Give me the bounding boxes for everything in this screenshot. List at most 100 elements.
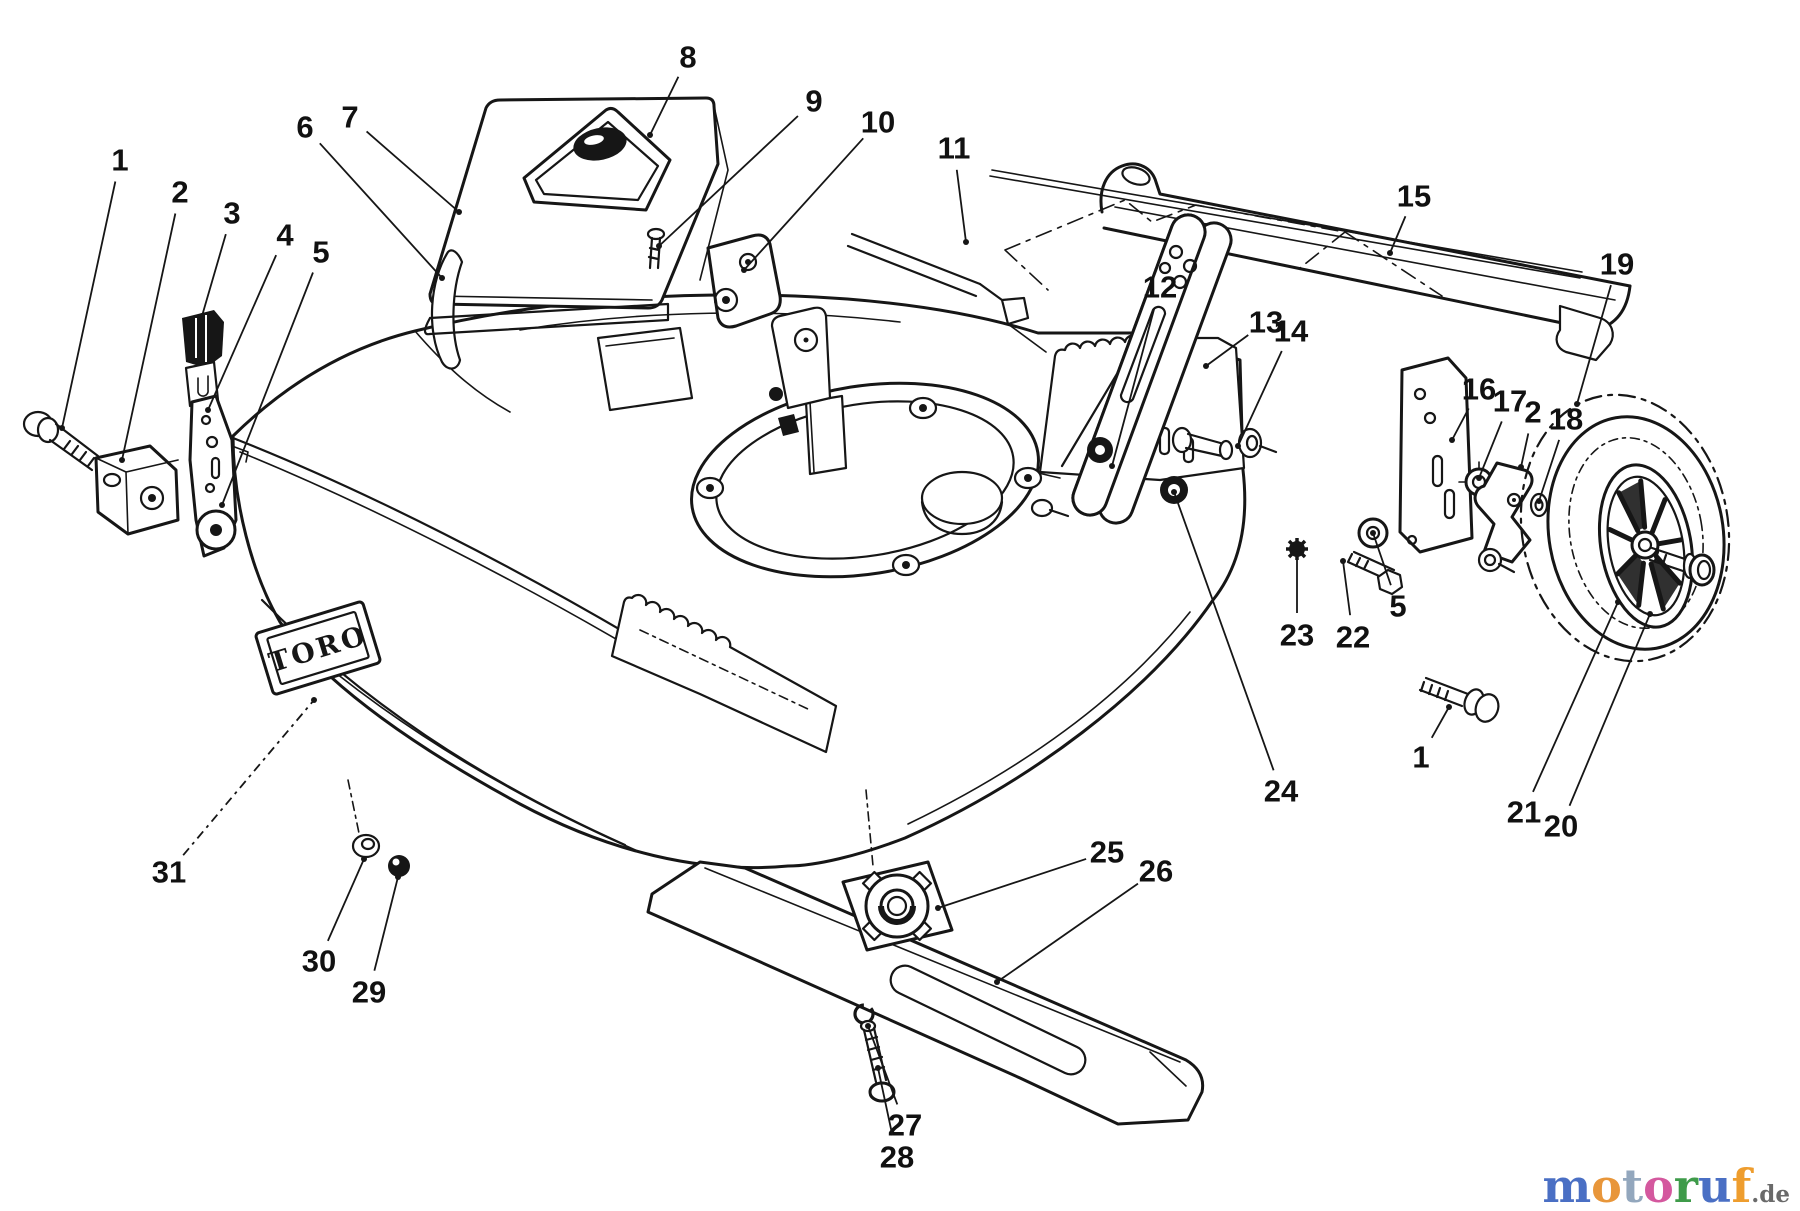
leader-line [182,699,315,856]
leader-dot [656,243,662,249]
leader-line [365,130,460,213]
bolt-part [22,410,100,472]
callout-4: 4 [205,218,294,413]
blade-driver-hub [841,860,954,952]
leader-dot [119,457,125,463]
part-number-label: 24 [1264,774,1299,809]
leader-line [1342,560,1352,616]
callout-6: 6 [296,110,445,281]
leader-dot [1294,546,1300,552]
part-number-label: 3 [223,196,240,231]
leader-dot [1387,250,1393,256]
cover-screw [646,227,666,270]
z-bracket [1473,461,1534,574]
part-number-label: 7 [341,100,358,135]
rear-skirt-strap [846,232,1047,353]
part-number-label: 2 [1524,395,1541,430]
axle-bolt [1648,546,1716,587]
part-number-label: 14 [1274,314,1309,349]
bolt-boss [695,396,1043,577]
part-number-label: 29 [352,975,386,1010]
leader-line [319,142,443,279]
adjuster-block [94,444,180,536]
part-number-label: 11 [938,131,971,166]
leader-line [1205,334,1249,367]
mower-deck-housing: TORO [231,293,1247,870]
leader-line [955,169,967,243]
part-number-label: 25 [1090,835,1124,870]
callout-29: 29 [352,874,401,1010]
part-number-label: 13 [1249,305,1283,340]
part-number-label: 10 [861,105,895,140]
watermark-letters: motoruf [1542,1159,1751,1211]
leader-line [327,858,365,942]
watermark-suffix: .de [1751,1181,1790,1208]
leader-line [1389,215,1407,254]
side-plate [1398,356,1474,554]
leader-line [61,181,117,429]
wheel-assembly [1519,393,1731,663]
leader-dot [199,313,205,319]
leader-dot [1647,611,1653,617]
watermark-letter: m [1542,1159,1592,1211]
callout-14: 14 [1235,314,1309,449]
part-number-label: 26 [1139,854,1173,889]
part-number-label: 1 [1412,740,1429,775]
tire-ghost-outline [1519,393,1731,663]
callout-24: 24 [1171,489,1299,809]
nut-small [388,855,410,877]
callout-13: 13 [1203,305,1283,369]
leader-line [867,1025,899,1105]
callout-21: 21 [1507,599,1621,830]
watermark-letter: u [1698,1159,1732,1211]
leader-dot [1171,489,1177,495]
callout-7: 7 [341,100,462,215]
leader-dot [1235,443,1241,449]
leader-line [373,876,399,971]
shoulder-bolt-1 [1418,676,1500,723]
leader-dot [456,209,462,215]
leader-dot [361,856,367,862]
leader-line [121,213,177,461]
leader-dot [1446,704,1452,710]
leader-line [1173,491,1275,771]
callout-28: 28 [875,1065,914,1175]
part-number-label: 18 [1549,402,1583,437]
leader-dot [59,425,65,431]
leader-line [1520,433,1530,468]
leader-line [201,233,227,317]
part-number-label: 31 [152,855,186,890]
leader-dot [963,239,969,245]
leader-dot [935,905,941,911]
leader-line [743,137,864,271]
callout-26: 26 [994,854,1173,985]
engine-cover-group [423,96,799,436]
leader-line [207,254,277,411]
leader-dot [1340,558,1346,564]
leader-dot [205,407,211,413]
callout-12: 12 [1109,270,1177,469]
callout-19: 19 [1574,247,1634,407]
part-number-label: 5 [312,235,329,270]
leader-dot [1370,530,1376,536]
leader-dot [865,1023,871,1029]
leader-line [1451,408,1470,441]
callout-8: 8 [647,40,697,138]
callout-22: 22 [1336,558,1370,655]
leader-line [658,115,799,247]
height-adjuster-parts [22,310,410,877]
callout-1: 1 [59,143,129,431]
leader-line [877,1067,894,1136]
part-number-label: 28 [880,1140,914,1175]
part-number-label: 4 [276,218,294,253]
callout-2: 2 [1518,395,1542,470]
leader-line [1372,532,1392,586]
callout-15: 15 [1387,179,1431,256]
part-number-label: 5 [1389,589,1406,624]
leader-line [1576,284,1612,405]
leader-dot [439,275,445,281]
leader-line [1430,706,1450,739]
arm-pivot-hardware [1030,426,1278,518]
leader-dot [395,874,401,880]
